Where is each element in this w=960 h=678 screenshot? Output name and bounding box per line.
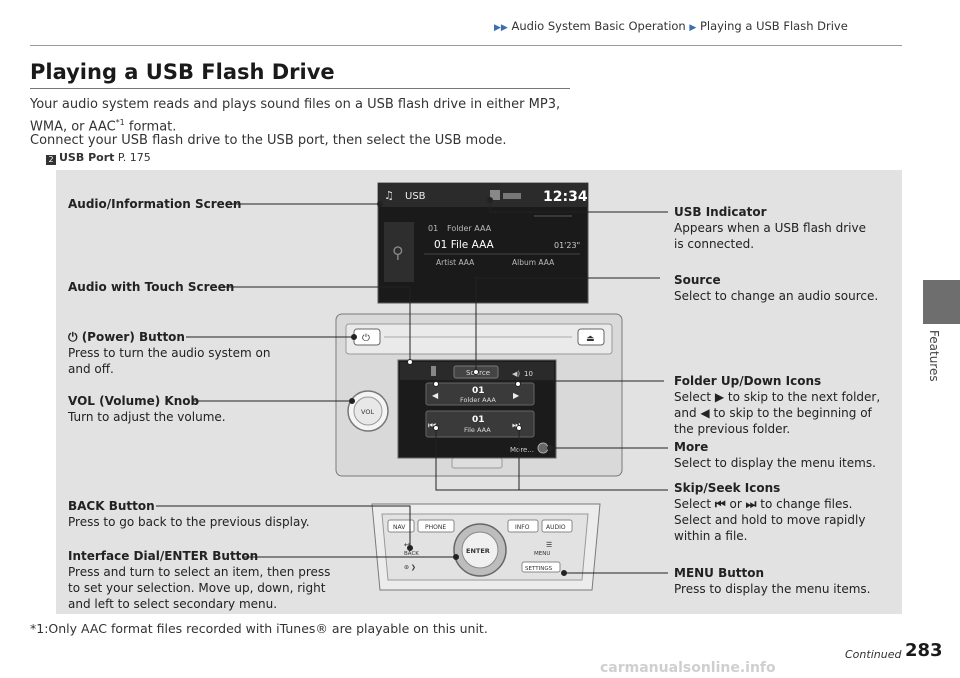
page-number: 283 [905,640,943,661]
more-button[interactable]: More... [510,446,534,454]
music-note-icon: ♫ [384,189,394,202]
touch-volume-level: 10 [524,370,533,378]
skip-forward-icon: ⏭ [745,497,757,511]
phone-button-label: PHONE [425,524,446,531]
top-screen-clock: 12:34 [543,189,588,205]
callout-volume-knob: VOL (Volume) Knob Turn to adjust the vol… [68,394,226,424]
callout-interface-dial: Interface Dial/ENTER Button Press and tu… [68,549,331,611]
intro-line-3: Connect your USB flash drive to the USB … [30,133,507,148]
callout-leader-lines [156,197,668,576]
callout-skip-seek: Skip/Seek Icons Select ⏮ or ⏭ to change … [674,481,866,543]
battery-icon [503,193,521,199]
nav-button[interactable] [387,519,415,533]
breadcrumb-item[interactable]: Playing a USB Flash Drive [699,19,848,33]
touch-folder-name: Folder AAA [460,396,496,404]
usb-small-icon [431,366,436,376]
callout-audio-touch-screen: Audio with Touch Screen [68,280,235,294]
top-screen-folder: Folder AAA [447,224,492,233]
nav-button-label: NAV [393,524,406,531]
audio-button-label: AUDIO [546,524,566,531]
volume-knob-label: VOL [361,408,374,416]
intro-line-1: Your audio system reads and plays sound … [30,97,561,112]
reference-icon: 2 [46,155,56,165]
info-button[interactable] [507,519,539,533]
settings-button-label: SETTINGS [525,566,553,572]
top-screen-file: 01 File AAA [434,239,495,251]
back-button[interactable]: BACK [404,551,419,557]
phone-button[interactable] [417,519,455,533]
info-button-label: INFO [515,524,530,531]
intro-line-2: WMA, or AAC*1 format. [30,118,177,135]
control-panel: NAV PHONE INFO AUDIO ↩ BACK ☰ MENU ENTER… [371,503,601,591]
callout-source: Source Select to change an audio source. [674,273,879,303]
power-icon: ⏻ [362,333,370,344]
more-icon [537,442,549,454]
folder-up-icon[interactable]: ▶ [513,391,520,400]
breadcrumb-arrow-icon: ▶ [689,23,697,33]
speaker-icon: ◀) [512,370,520,378]
title-divider [30,88,570,89]
touch-file-number: 01 [472,415,485,425]
top-screen-album: Album AAA [512,258,555,267]
skip-back-icon[interactable]: ⏮ [428,421,436,431]
callout-folder-icons: Folder Up/Down Icons Select ▶ to skip to… [674,374,881,436]
menu-button[interactable]: MENU [534,551,550,557]
tune-icon: ⊛ ❯ [404,564,416,571]
touch-folder-number: 01 [472,386,485,396]
callout-back-button: BACK Button Press to go back to the prev… [68,499,310,529]
skip-forward-icon[interactable]: ⏭ [512,421,520,431]
usb-indicator-icon [490,190,500,200]
back-arrow-icon: ↩ [404,541,410,549]
breadcrumb-arrow-icon: ▶▶ [494,23,508,33]
section-tab-marker [923,280,960,324]
touch-file-name: File AAA [464,426,491,434]
eject-button[interactable] [577,328,605,346]
section-tab-label: Features [927,330,941,382]
header-divider [30,45,902,46]
callout-usb-indicator: USB Indicator Appears when a USB flash d… [674,205,866,251]
breadcrumb: ▶▶ Audio System Basic Operation ▶ Playin… [494,19,848,33]
power-icon: ⏻ [68,330,78,344]
eject-icon: ⏏ [586,334,595,344]
audio-info-screen: ♫ USB 12:34 ⚲ 01 Folder AAA 01 File AAA … [377,182,589,304]
audio-button[interactable] [541,519,573,533]
play-left-icon: ◀ [700,406,710,420]
callout-more: More Select to display the menu items. [674,440,876,470]
footnote-ref[interactable]: *1 [115,118,125,127]
breadcrumb-item[interactable]: Audio System Basic Operation [511,19,686,33]
svg-text:⚲: ⚲ [392,243,404,262]
callout-audio-info-screen: Audio/Information Screen [68,197,242,211]
page-title: Playing a USB Flash Drive [30,60,335,84]
usb-symbol-icon [384,222,414,282]
skip-back-icon: ⏮ [714,497,726,511]
play-right-icon: ▶ [714,390,725,404]
menu-lines-icon: ☰ [546,541,552,549]
top-screen-usb: USB [405,191,426,202]
top-screen-track-no: 01 [428,224,438,233]
top-screen-artist: Artist AAA [436,258,475,267]
folder-down-icon[interactable]: ◀ [432,391,439,400]
settings-button[interactable] [521,561,561,573]
enter-button[interactable]: ENTER [466,547,490,555]
watermark: carmanualsonline.info [600,660,776,676]
footnote: *1:Only AAC format files recorded with i… [30,621,488,636]
callout-power-button: ⏻ (Power) Button Press to turn the audio… [68,330,271,376]
continued-label: Continued [845,648,902,661]
top-screen-time: 01'23" [554,241,580,250]
callout-menu-button: MENU Button Press to display the menu it… [674,566,871,596]
